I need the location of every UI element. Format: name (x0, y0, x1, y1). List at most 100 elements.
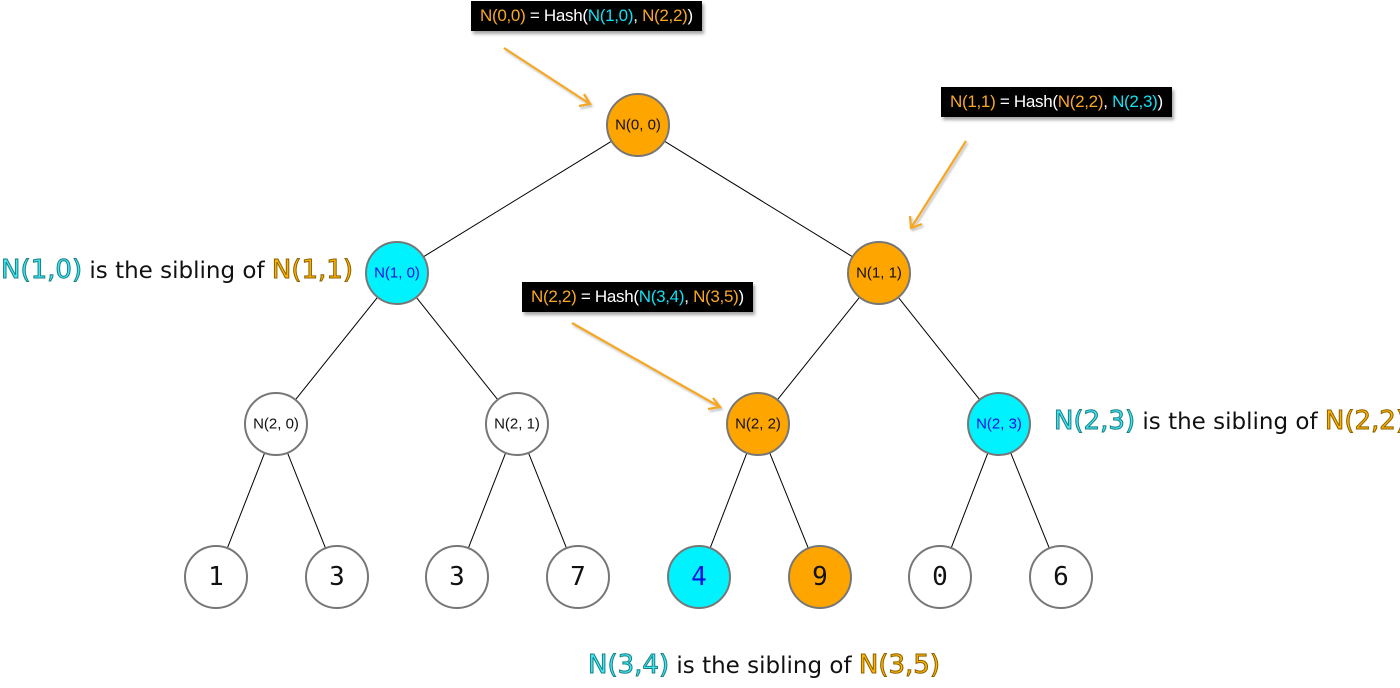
node-label: 3 (329, 562, 345, 592)
node-label: N(1, 0) (374, 265, 420, 282)
callout-root-arg-a: N(1,0) (587, 6, 634, 25)
node-n0-0: N(0, 0) (606, 93, 670, 157)
arrow-to-n11 (908, 140, 967, 230)
callout-n22-lhs: N(2,2) (531, 287, 577, 306)
edge-n2-1-to-n3-2 (467, 452, 507, 549)
node-label: 9 (812, 562, 828, 592)
node-n3-7: 6 (1029, 545, 1093, 609)
callout-root-arg-b: N(2,2) (642, 6, 688, 25)
callout-n11-arg-b: N(2,3) (1112, 92, 1158, 111)
edge-n0-0-to-n1-1 (664, 140, 853, 258)
callout-root-eq: = Hash( (525, 6, 588, 25)
node-circle (847, 241, 911, 305)
edge-n2-3-to-n3-6 (950, 452, 989, 549)
sibling-note-level1-a: N(1,0) (0, 255, 83, 286)
tree-nodes: N(0, 0) N(1, 0) N(1, 1) N(2, 0) N(2, 1) N(2, … (184, 93, 1093, 609)
node-label: 0 (932, 562, 948, 592)
node-n3-2: 3 (425, 545, 489, 609)
node-n3-4: 4 (667, 545, 731, 609)
callout-n22-close: ) (738, 287, 745, 306)
edge-n2-1-to-n3-3 (528, 452, 567, 549)
sibling-note-level2-b: N(2,2) (1324, 406, 1400, 437)
node-n1-0: N(1, 0) (365, 241, 429, 305)
callout-n11-arg-a: N(2,2) (1057, 92, 1104, 111)
node-n2-2: N(2, 2) (726, 392, 790, 456)
node-label: N(2, 0) (253, 416, 299, 433)
node-circle (425, 545, 489, 609)
edge-n1-0-to-n2-0 (294, 296, 379, 401)
sibling-note-level2-a: N(2,3) (1053, 406, 1136, 437)
node-circle (726, 392, 790, 456)
edge-n2-0-to-n3-1 (287, 452, 326, 549)
callout-arrows (503, 47, 967, 411)
node-n1-1: N(1, 1) (847, 241, 911, 305)
sibling-note-level2-mid: is the sibling of (1135, 409, 1325, 435)
edge-n2-2-to-n3-5 (769, 452, 809, 549)
sibling-note-level3-b: N(3,5) (858, 650, 940, 681)
node-circle (1029, 545, 1093, 609)
callout-n11-sep: , (1103, 92, 1113, 111)
sibling-note-level1: N(1,0) is the sibling of N(1,1) (0, 255, 353, 286)
sibling-note-level3: N(3,4) is the sibling of N(3,5) (587, 650, 940, 681)
arrow-to-root (503, 47, 592, 108)
node-circle (485, 392, 549, 456)
sibling-note-level1-mid: is the sibling of (82, 258, 272, 284)
node-n2-0: N(2, 0) (244, 392, 308, 456)
edge-n2-2-to-n3-4 (709, 452, 748, 549)
node-n3-6: 0 (908, 545, 972, 609)
edge-n1-1-to-n2-2 (776, 296, 861, 401)
callout-n11-close: ) (1157, 92, 1164, 111)
node-n3-1: 3 (305, 545, 369, 609)
node-circle (788, 545, 852, 609)
node-circle (667, 545, 731, 609)
node-n3-0: 1 (184, 545, 248, 609)
edge-n1-1-to-n2-3 (897, 296, 981, 401)
node-label: 7 (570, 562, 586, 592)
node-n2-3: N(2, 3) (967, 392, 1031, 456)
callout-n22-arg-a: N(3,4) (638, 287, 685, 306)
sibling-note-level3-a: N(3,4) (587, 650, 670, 681)
callout-n22-sep: , (684, 287, 694, 306)
node-n3-5: 9 (788, 545, 852, 609)
node-label: N(2, 3) (976, 416, 1022, 433)
node-label: 6 (1053, 562, 1069, 592)
callout-n22-arg-b: N(3,5) (693, 287, 739, 306)
callout-root-hash: N(0,0) = Hash(N(1,0), N(2,2)) (471, 1, 702, 31)
node-label: 3 (449, 562, 465, 592)
node-circle (244, 392, 308, 456)
callout-n22-hash: N(2,2) = Hash(N(3,4), N(3,5)) (522, 282, 753, 312)
node-n2-1: N(2, 1) (485, 392, 549, 456)
node-circle (365, 241, 429, 305)
node-label: N(1, 1) (856, 265, 902, 282)
callout-root-sep: , (633, 6, 643, 25)
node-label: N(0, 0) (615, 117, 661, 134)
node-circle (908, 545, 972, 609)
sibling-note-level2: N(2,3) is the sibling of N(2,2) (1053, 406, 1400, 437)
edge-n1-0-to-n2-1 (415, 296, 499, 401)
callout-n11-lhs: N(1,1) (950, 92, 996, 111)
tree-edges (226, 140, 1050, 549)
arrow-to-n22 (571, 322, 723, 411)
callout-n22-eq: = Hash( (576, 287, 639, 306)
node-circle (184, 545, 248, 609)
node-label: N(2, 1) (494, 416, 540, 433)
node-label: 4 (691, 562, 707, 592)
edge-n2-0-to-n3-0 (226, 452, 266, 549)
callout-root-close: ) (687, 6, 694, 25)
callout-root-lhs: N(0,0) (480, 6, 526, 25)
node-circle (546, 545, 610, 609)
sibling-note-level1-b: N(1,1) (271, 255, 353, 286)
node-circle (305, 545, 369, 609)
callout-n11-hash: N(1,1) = Hash(N(2,2), N(2,3)) (941, 87, 1172, 117)
sibling-note-level3-mid: is the sibling of (669, 653, 859, 679)
callout-n11-eq: = Hash( (995, 92, 1058, 111)
node-circle (606, 93, 670, 157)
node-n3-3: 7 (546, 545, 610, 609)
node-label: 1 (208, 562, 224, 592)
edge-n0-0-to-n1-0 (423, 140, 612, 258)
edge-n2-3-to-n3-7 (1010, 452, 1050, 549)
node-circle (967, 392, 1031, 456)
node-label: N(2, 2) (735, 416, 781, 433)
